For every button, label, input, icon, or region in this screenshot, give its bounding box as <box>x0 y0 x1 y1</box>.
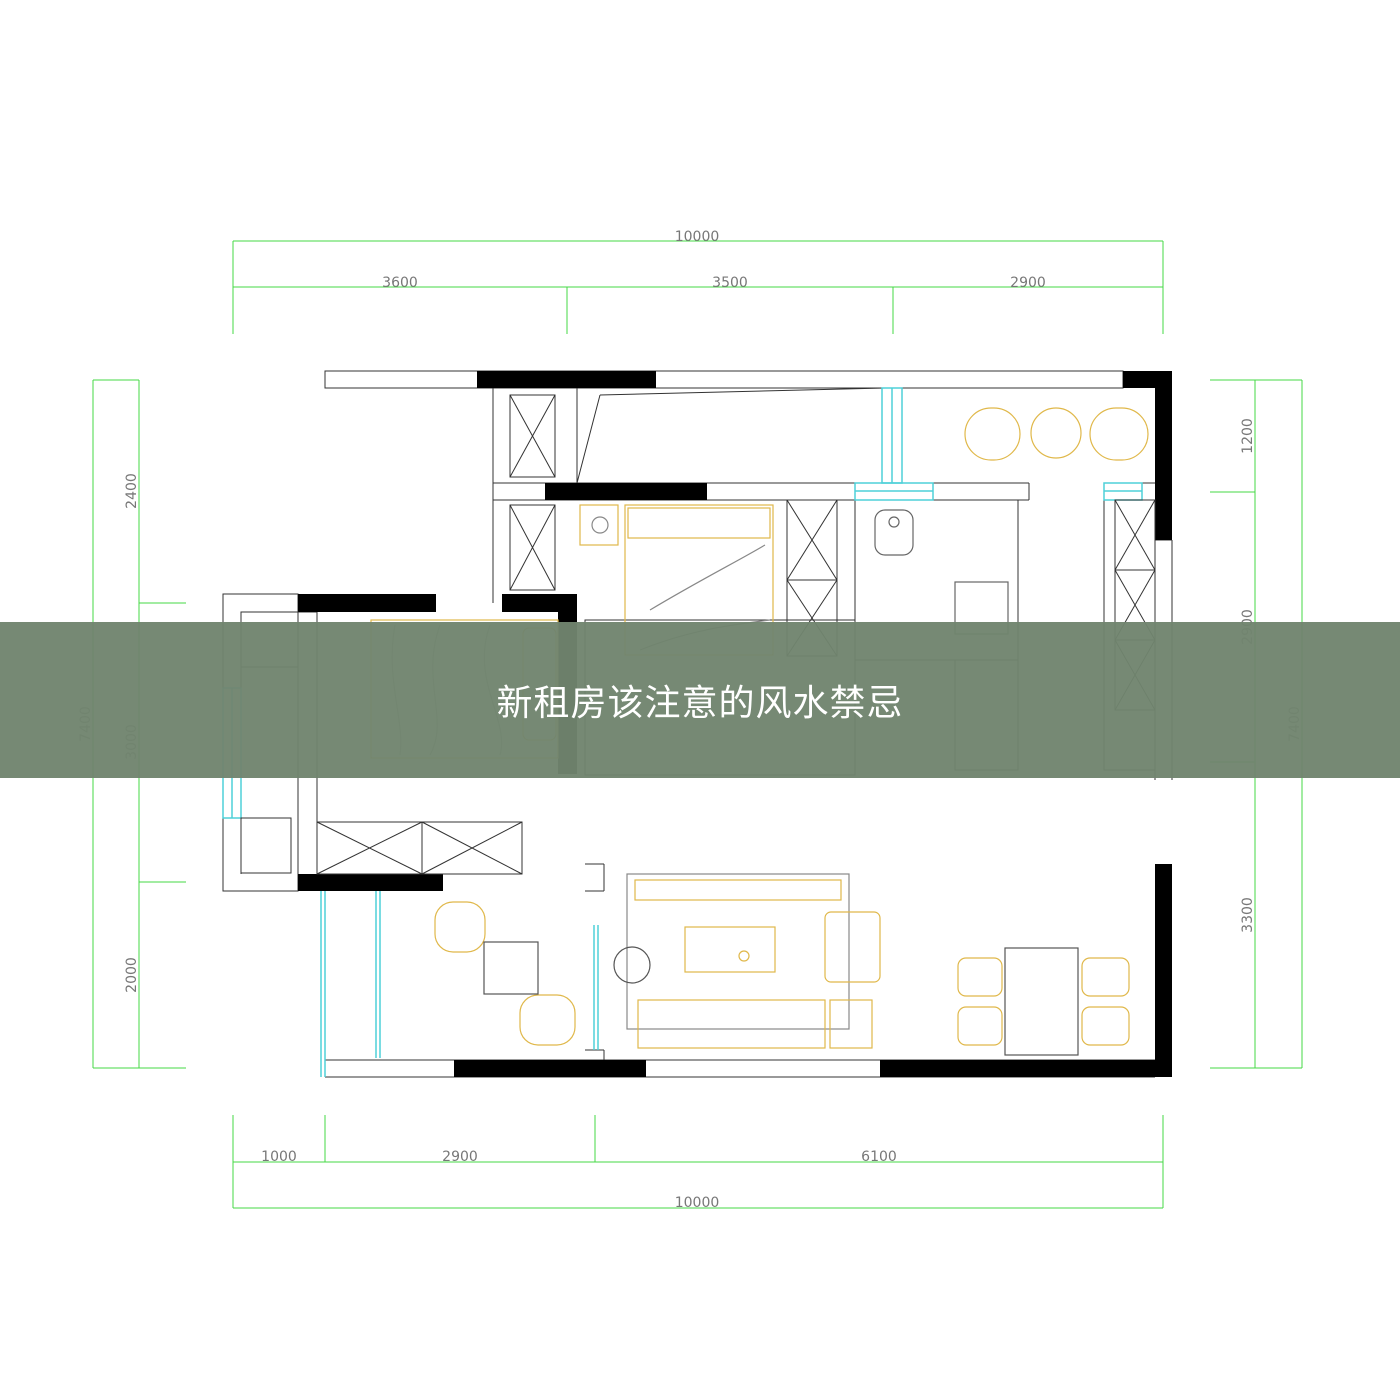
dim-bottom-seg-3: 6100 <box>861 1149 897 1165</box>
dim-bottom-seg-1: 1000 <box>261 1149 297 1165</box>
dim-top-seg-1: 3600 <box>382 275 418 291</box>
dim-right-seg-3: 3300 <box>1240 897 1256 933</box>
toilet-icon <box>874 509 914 556</box>
sofa-icon <box>626 873 881 1049</box>
dim-bottom-total: 10000 <box>675 1195 720 1211</box>
banner-title: 新租房该注意的风水禁忌 <box>496 683 904 724</box>
dim-bottom-seg-2: 2900 <box>442 1149 478 1165</box>
dining-table-icon <box>964 407 1149 461</box>
title-banner: 新租房该注意的风水禁忌 <box>0 622 1400 778</box>
dim-left-seg-3: 2000 <box>124 957 140 993</box>
furniture <box>370 407 1149 1056</box>
dim-top-total: 10000 <box>675 229 720 245</box>
dim-left-seg-1: 2400 <box>124 473 140 509</box>
dim-top-seg-3: 2900 <box>1010 275 1046 291</box>
dim-top-seg-2: 3500 <box>712 275 748 291</box>
dim-right-seg-1: 1200 <box>1240 418 1256 454</box>
